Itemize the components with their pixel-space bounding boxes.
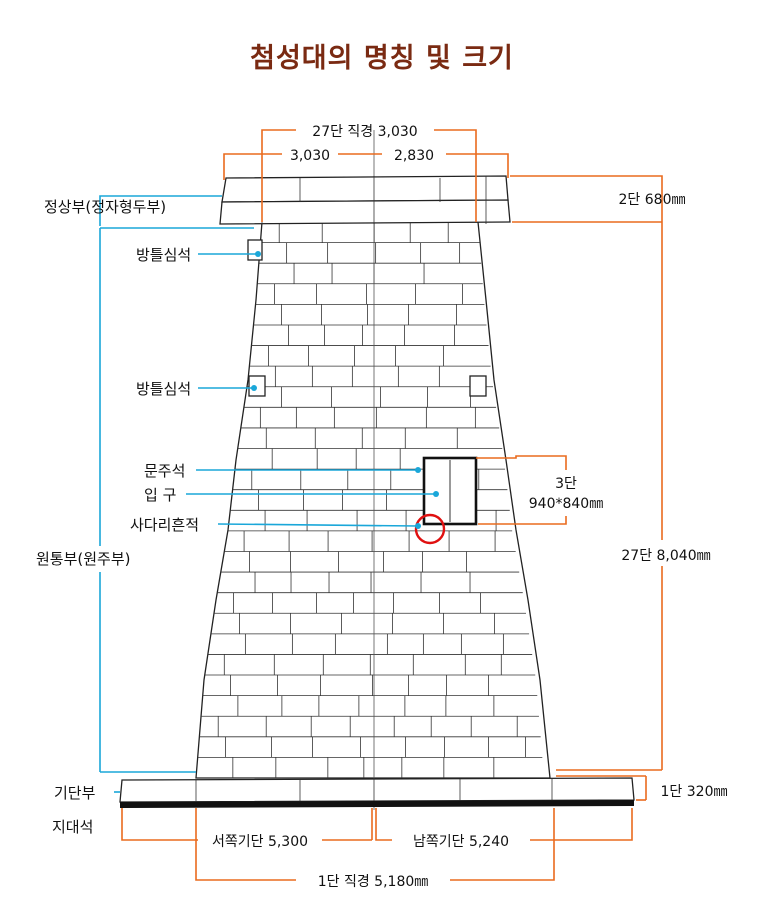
label-entrance: 입 구 — [144, 486, 176, 504]
dimension-labels: 27단 직경 3,030 3,030 2,830 2단 680㎜ 3단 940*… — [212, 124, 728, 890]
dim-top-left: 3,030 — [290, 148, 330, 164]
label-cross-stone-upper: 방틀심석 — [136, 246, 191, 264]
dim-base-height: 1단 320㎜ — [661, 784, 728, 800]
cross-stone-middle-right — [469, 375, 487, 397]
label-cross-stone-middle: 방틀심석 — [136, 380, 191, 398]
label-top-part: 정상부(정자형두부) — [44, 198, 166, 216]
cross-stone-upper — [247, 239, 263, 261]
label-body-part: 원통부(원주부) — [36, 550, 131, 568]
dim-top-height: 2단 680㎜ — [619, 192, 686, 208]
dimension-lines — [121, 129, 663, 881]
dim-body-height: 27단 8,040㎜ — [621, 548, 710, 564]
name-leader-lines — [99, 195, 439, 793]
top-crown — [219, 175, 511, 225]
labels: 정상부(정자형두부) 방틀심석 방틀심석 문주석 입 구 사다리흔적 원통부(원… — [36, 198, 199, 836]
label-base-part: 기단부 — [54, 784, 96, 802]
cross-stone-middle-left — [248, 375, 266, 397]
dim-top-diameter: 27단 직경 3,030 — [312, 124, 417, 140]
foundation-stone — [120, 800, 634, 808]
stone-courses — [197, 222, 543, 778]
base-platform — [119, 777, 635, 808]
dim-south-base: 남쪽기단 5,240 — [413, 834, 509, 850]
label-door-post: 문주석 — [144, 462, 185, 480]
label-ladder-trace: 사다리흔적 — [130, 516, 199, 534]
dim-window-tier: 3단 — [555, 476, 577, 492]
label-foundation: 지대석 — [52, 818, 93, 836]
dim-west-base: 서쪽기단 5,300 — [212, 834, 308, 850]
page-title: 첨성대의 명칭 및 크기 — [250, 43, 514, 74]
dim-top-right: 2,830 — [394, 148, 434, 164]
dim-bottom-diameter: 1단 직경 5,180㎜ — [318, 874, 429, 890]
ladder-trace-marker — [414, 513, 446, 545]
dim-window-size: 940*840㎜ — [529, 496, 603, 512]
